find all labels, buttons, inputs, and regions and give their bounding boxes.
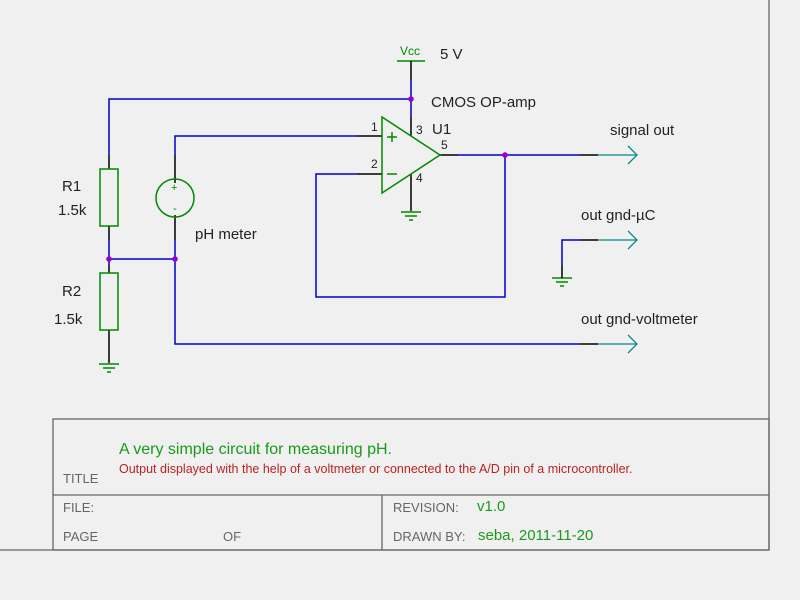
- port-signal-out[interactable]: signal out: [598, 122, 675, 165]
- revision-value: v1.0: [477, 498, 506, 515]
- opamp-pin1: 1: [371, 120, 378, 134]
- vcc-label: Vcc: [400, 44, 420, 58]
- revision-label: REVISION:: [393, 500, 459, 515]
- opamp-pin4: 4: [416, 171, 423, 185]
- ph-meter-label: pH meter: [195, 226, 257, 243]
- wire-ph-plus[interactable]: [174, 135, 357, 155]
- title-label: TITLE: [63, 471, 99, 486]
- resistor-r1-body: [99, 168, 119, 227]
- junction-ph-minus: [172, 256, 178, 262]
- opamp-ref: U1: [432, 121, 451, 138]
- wire-gnd-voltmeter[interactable]: [174, 259, 580, 345]
- junction-output: [502, 152, 508, 158]
- port-signal-out-label: signal out: [610, 122, 675, 139]
- ph-meter-source[interactable]: + - pH meter: [155, 178, 257, 243]
- r2-value: 1.5k: [54, 311, 83, 328]
- ground-symbol-opamp: [401, 211, 421, 221]
- opamp-description: CMOS OP-amp: [431, 94, 536, 111]
- port-arrow-icon: [627, 230, 638, 250]
- wires: [108, 80, 580, 345]
- drawing-title: A very simple circuit for measuring pH.: [119, 441, 392, 458]
- port-gnd-uc-label: out gnd-µC: [581, 207, 656, 224]
- wire-feedback[interactable]: [315, 155, 506, 298]
- junction-divider: [106, 256, 112, 262]
- vcc-power-symbol[interactable]: Vcc 5 V: [397, 44, 463, 80]
- r1-ref: R1: [62, 178, 81, 195]
- port-gnd-voltmeter-label: out gnd-voltmeter: [581, 311, 698, 328]
- ph-minus-sign: -: [173, 203, 177, 215]
- port-arrow-icon: [627, 334, 638, 354]
- wire-vcc-r1[interactable]: [108, 80, 412, 155]
- drawing-subtitle: Output displayed with the help of a volt…: [119, 462, 633, 476]
- opamp-pin3: 3: [416, 123, 423, 137]
- ground-symbol-uc: [552, 265, 572, 287]
- opamp-triangle: [381, 115, 442, 195]
- r2-ref: R2: [62, 283, 81, 300]
- ph-plus-sign: +: [171, 182, 177, 194]
- opamp-pin5: 5: [441, 138, 448, 152]
- resistor-r2-body: [99, 272, 119, 331]
- drawn-by-label: DRAWN BY:: [393, 529, 466, 544]
- resistor-r1[interactable]: R1 1.5k: [58, 168, 119, 227]
- vcc-value: 5 V: [440, 46, 463, 63]
- r1-value: 1.5k: [58, 202, 87, 219]
- ground-symbol-r2: [99, 363, 119, 373]
- wire-gnd-uc[interactable]: [561, 239, 580, 265]
- file-label: FILE:: [63, 500, 95, 515]
- port-gnd-uc[interactable]: out gnd-µC: [581, 207, 656, 250]
- ph-meter-circle: [155, 178, 195, 218]
- junction-vcc: [408, 96, 414, 102]
- opamp-pin2: 2: [371, 157, 378, 171]
- opamp-u1[interactable]: 1 2 3 4 5 U1 CMOS OP-amp: [371, 94, 536, 195]
- port-arrow-icon: [627, 145, 638, 165]
- of-label: OF: [223, 529, 242, 544]
- pin-stubs: [108, 117, 598, 363]
- resistor-r2[interactable]: R2 1.5k: [54, 272, 119, 331]
- port-gnd-voltmeter[interactable]: out gnd-voltmeter: [581, 311, 698, 354]
- page-label: PAGE: [63, 529, 99, 544]
- drawn-by-value: seba, 2011-11-20: [478, 527, 594, 544]
- title-block-frame: [52, 418, 770, 551]
